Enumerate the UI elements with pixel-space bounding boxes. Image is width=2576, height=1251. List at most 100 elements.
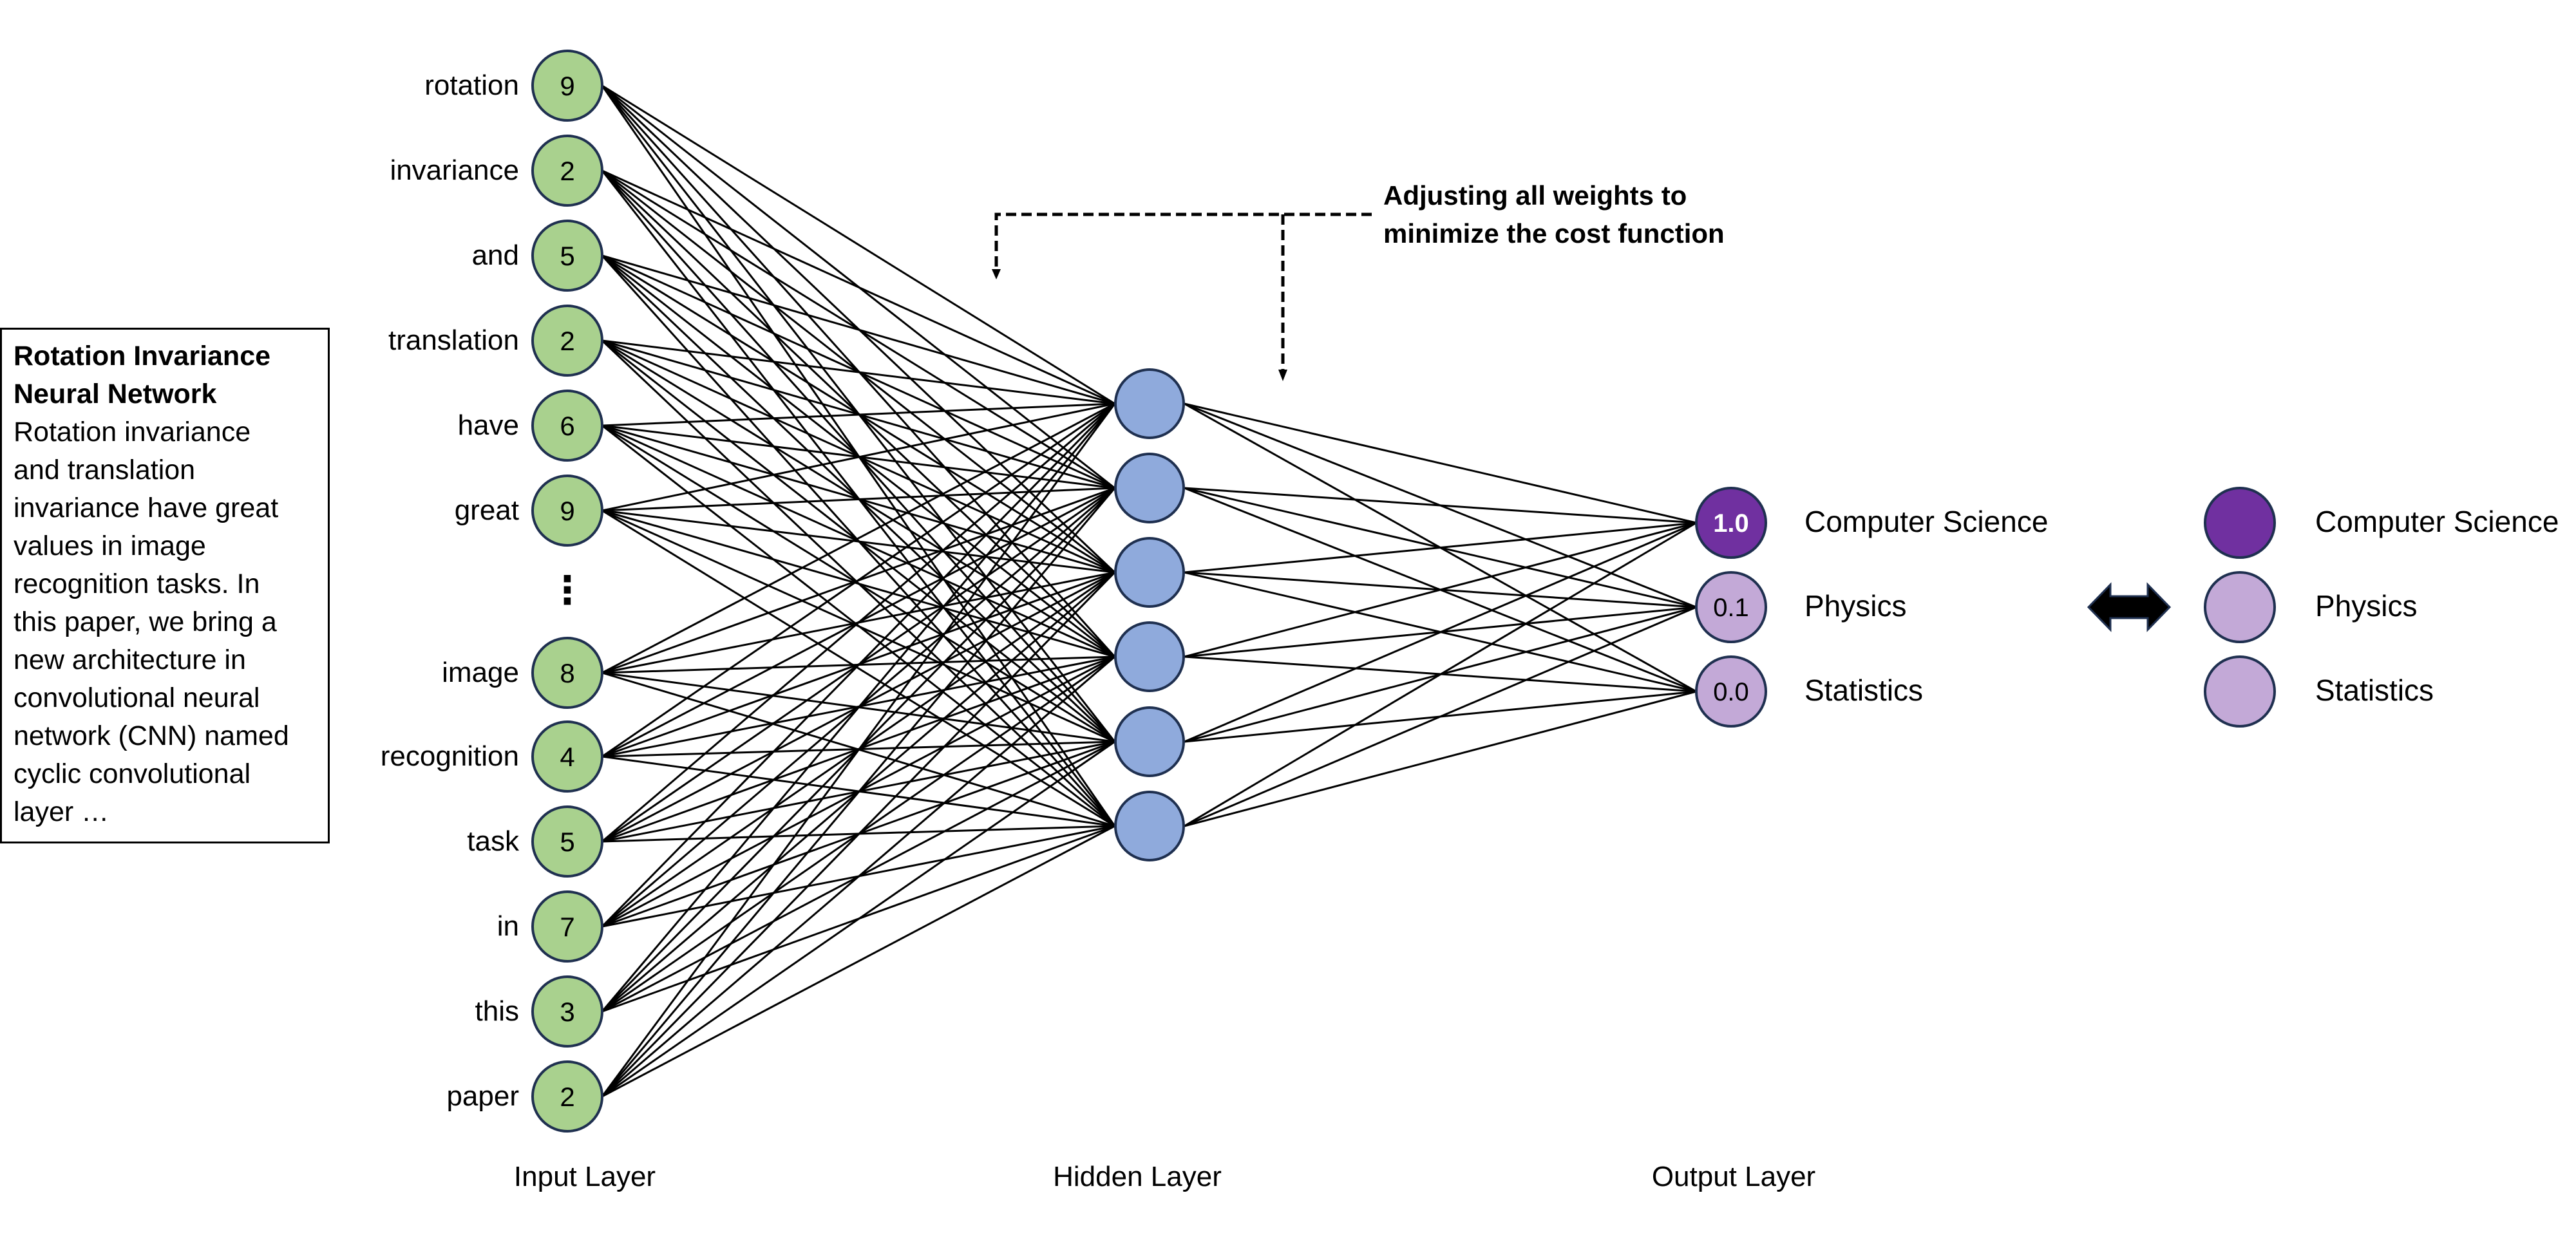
input-node-circle <box>531 135 603 207</box>
input-hidden-edge <box>601 402 1115 843</box>
input-word-label: rotation <box>424 70 519 101</box>
abstract-line: values in image <box>14 531 206 561</box>
hidden-output-edge <box>1184 522 1697 658</box>
input-node-circle <box>531 805 603 878</box>
input-word-label: recognition <box>381 740 519 772</box>
input-node-value: 2 <box>560 326 574 356</box>
hidden-layer <box>1114 368 1185 861</box>
abstract-body: Rotation invariance and translation inva… <box>14 413 328 831</box>
hidden-output-edge <box>1184 522 1697 574</box>
abstract-line: Rotation invariance <box>14 417 251 447</box>
input-node-circle <box>531 305 603 377</box>
input-hidden-edge <box>601 402 1116 928</box>
input-node-circle <box>531 975 603 1048</box>
hidden-output-edge <box>1184 402 1697 524</box>
input-word-label: image <box>442 657 519 688</box>
input-node-value: 2 <box>560 156 574 186</box>
abstract-title-line: Rotation Invariance <box>14 341 271 372</box>
input-node-value: 9 <box>560 71 574 101</box>
legend-swatch <box>2204 655 2276 728</box>
input-hidden-edge <box>601 402 1115 674</box>
arrow-down-icon <box>992 269 1001 279</box>
input-node: 6 have <box>458 390 603 462</box>
output-node-circle <box>1695 571 1767 643</box>
legend-item: Computer Science <box>2204 487 2559 559</box>
input-node-circle <box>531 637 603 709</box>
input-word-label: task <box>467 825 520 857</box>
hidden-node <box>1114 453 1185 523</box>
abstract-title-line: Neural Network <box>14 379 217 409</box>
hidden-node <box>1114 368 1185 439</box>
input-hidden-edge <box>601 403 1116 1012</box>
weight-adjust-annotation: Adjusting all weights to minimize the co… <box>992 180 1725 381</box>
output-node-value: 1.0 <box>1713 509 1749 538</box>
abstract-line: and translation <box>14 455 196 485</box>
hidden-node <box>1114 537 1185 608</box>
hidden-node <box>1114 621 1185 692</box>
abstract-line: this paper, we bring a <box>14 607 277 637</box>
input-node-value: 7 <box>560 912 574 942</box>
connection-edges <box>601 84 1697 1098</box>
input-hidden-edge <box>601 254 1115 405</box>
legend-item: Physics <box>2204 571 2417 643</box>
input-hidden-edge <box>601 825 1115 1098</box>
input-hidden-edge <box>601 339 1115 405</box>
hidden-output-edge <box>1184 606 1697 827</box>
hidden-output-edge <box>1184 522 1697 743</box>
hidden-output-edge <box>1184 522 1697 827</box>
hidden-layer-label: Hidden Layer <box>1053 1161 1222 1192</box>
input-node-value: 5 <box>560 827 574 857</box>
legend-label: Physics <box>2315 589 2417 623</box>
abstract-line: recognition tasks. In <box>14 569 260 599</box>
input-node-circle <box>531 390 603 462</box>
input-hidden-edge <box>601 740 1115 1098</box>
hidden-node <box>1114 791 1185 861</box>
input-node-value: 9 <box>560 496 574 526</box>
input-node-circle <box>531 1060 603 1133</box>
output-node-value: 0.0 <box>1713 678 1749 706</box>
abstract-line: new architecture in <box>14 644 246 675</box>
input-hidden-edge <box>601 402 1115 758</box>
input-ellipsis: ⋮ <box>548 569 587 612</box>
abstract-line: network (CNN) named <box>14 720 289 751</box>
abstract-line: convolutional neural <box>14 682 260 713</box>
input-hidden-edge <box>601 402 1115 512</box>
input-layer-label: Input Layer <box>514 1161 656 1192</box>
input-layer: 9rotation2invariance5and2translation6hav… <box>381 50 603 1133</box>
input-word-label: have <box>458 409 519 441</box>
output-category-label: Physics <box>1804 589 1906 623</box>
input-node-circle <box>531 475 603 547</box>
output-node-circle <box>1695 655 1767 728</box>
output-category-label: Computer Science <box>1804 505 2048 538</box>
input-word-label: this <box>475 995 519 1027</box>
input-hidden-edge <box>601 509 1115 743</box>
input-hidden-edge <box>601 571 1116 1098</box>
input-node-value: 6 <box>560 411 574 441</box>
legend-swatch <box>2204 487 2276 559</box>
input-word-label: translation <box>388 325 519 356</box>
paper-abstract-box: Rotation Invariance Neural Network Rotat… <box>0 328 330 843</box>
input-word-label: great <box>455 494 519 526</box>
input-node-value: 3 <box>560 997 574 1027</box>
input-hidden-edge <box>601 487 1116 1097</box>
output-node: 0.1 Physics <box>1695 571 1906 643</box>
legend-label: Computer Science <box>2315 505 2559 538</box>
input-node: 2 translation <box>388 305 603 377</box>
legend-swatch <box>2204 571 2276 643</box>
hidden-node <box>1114 706 1185 777</box>
hidden-output-edge <box>1184 487 1697 524</box>
double-headed-arrow-icon <box>2087 582 2172 632</box>
input-node: 9 great <box>455 475 603 547</box>
input-node: 7in <box>497 890 603 963</box>
input-node-circle <box>531 720 603 793</box>
legend-item: Statistics <box>2204 655 2434 728</box>
output-node-value: 0.1 <box>1713 594 1749 622</box>
